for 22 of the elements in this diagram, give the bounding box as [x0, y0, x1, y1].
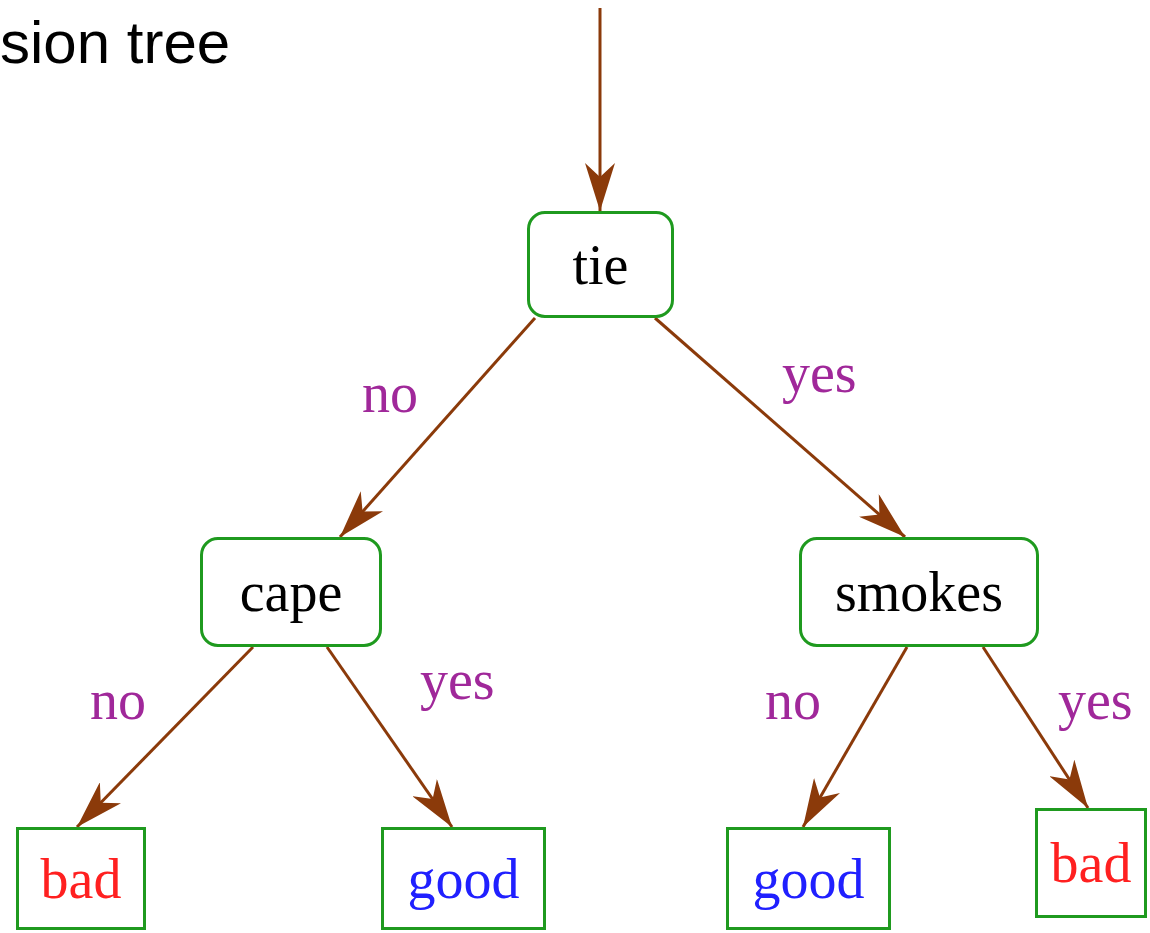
- node-label: good: [752, 846, 865, 911]
- arrow: [325, 646, 454, 828]
- node-label: good: [407, 846, 520, 911]
- decision-box: [799, 537, 1039, 647]
- diagram-title: sion tree: [0, 8, 231, 77]
- node-label: bad: [1050, 831, 1132, 895]
- arrow: [585, 8, 615, 211]
- leaf-box: [726, 827, 891, 930]
- node-label: smokes: [835, 560, 1003, 624]
- arrow: [338, 317, 537, 538]
- node-label: bad: [40, 846, 122, 911]
- arrow: [654, 316, 906, 539]
- leaf-box: [381, 827, 546, 930]
- leaf-box: [1035, 808, 1147, 918]
- arrow: [801, 646, 909, 828]
- arrow: [981, 646, 1090, 809]
- node-label: cape: [239, 560, 343, 624]
- arrow: [75, 645, 255, 829]
- decision-box: [527, 211, 674, 318]
- leaf-box: [16, 827, 146, 930]
- decision-box: [200, 537, 382, 647]
- node-label: tie: [572, 232, 629, 297]
